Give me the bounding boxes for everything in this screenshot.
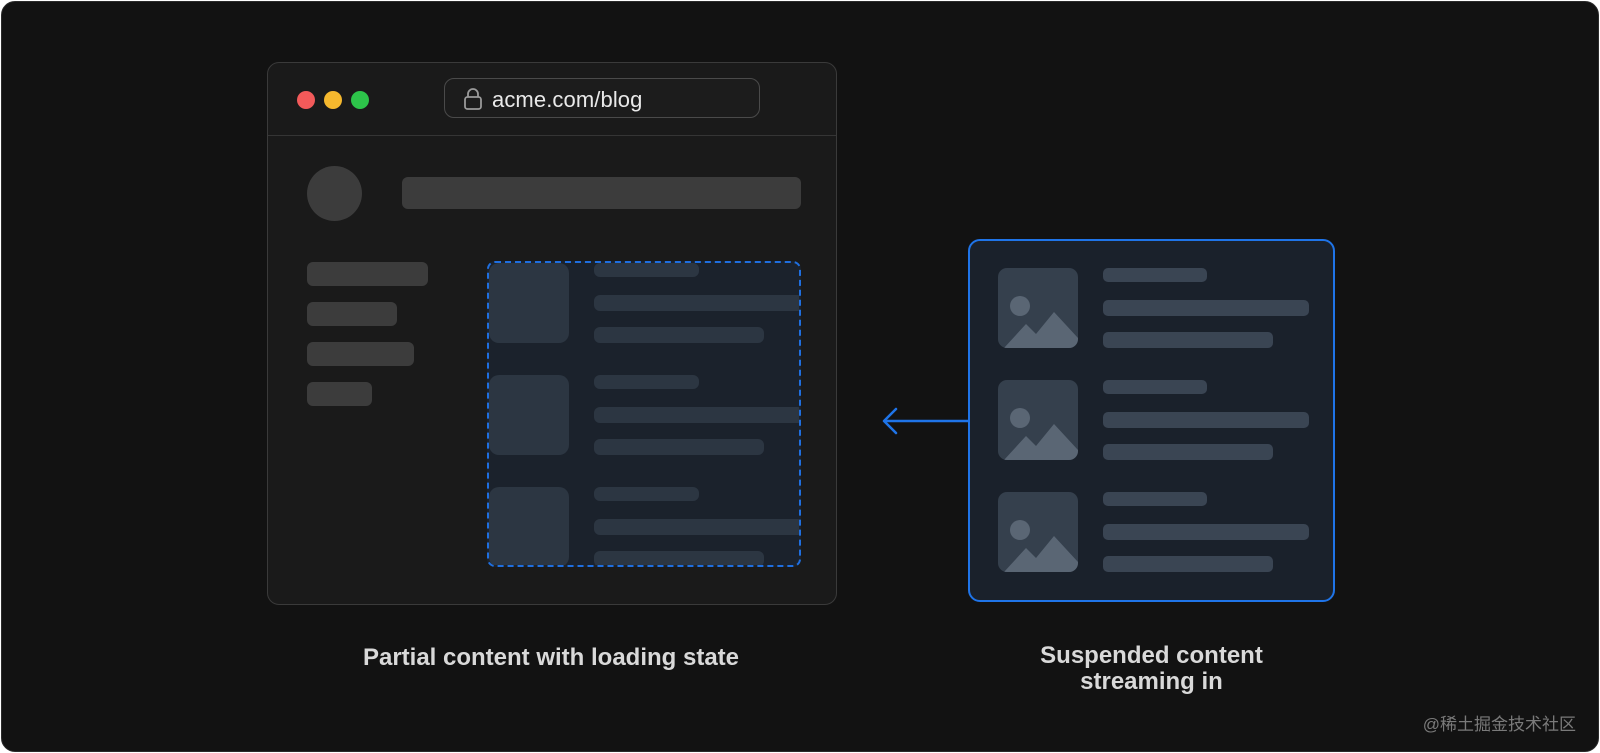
streamed-content-panel — [968, 239, 1335, 602]
text-line — [1103, 492, 1207, 506]
text-line — [1103, 524, 1309, 540]
line-skeleton — [594, 295, 799, 311]
header-skeleton — [402, 177, 801, 209]
thumbnail-skeleton — [489, 375, 569, 455]
watermark: @稀土掘金技术社区 — [1422, 715, 1576, 734]
sidebar-skeleton-1 — [307, 262, 428, 286]
text-line — [1103, 380, 1207, 394]
caption-suspended-content: Suspended content streaming in — [968, 643, 1335, 695]
url-text: acme.com/blog — [492, 87, 643, 112]
sidebar-skeleton-4 — [307, 382, 372, 406]
image-placeholder-icon — [998, 380, 1078, 460]
image-placeholder-icon — [998, 492, 1078, 572]
text-line — [1103, 412, 1309, 428]
maximize-window-dot — [351, 91, 369, 109]
line-skeleton — [594, 551, 764, 565]
sidebar-skeleton-3 — [307, 342, 414, 366]
line-skeleton — [594, 407, 799, 423]
text-line — [1103, 268, 1207, 282]
image-placeholder-icon — [998, 268, 1078, 348]
caption-line: streaming in — [1080, 668, 1223, 695]
thumbnail-skeleton — [489, 487, 569, 565]
browser-titlebar: acme.com/blog — [268, 63, 836, 136]
caption-partial-content: Partial content with loading state — [362, 644, 740, 671]
line-skeleton — [594, 375, 699, 389]
arrow-left-icon — [882, 407, 968, 435]
browser-window: acme.com/blog — [267, 62, 837, 605]
text-line — [1103, 444, 1273, 460]
line-skeleton — [594, 487, 699, 501]
text-line — [1103, 332, 1273, 348]
address-bar: acme.com/blog — [444, 78, 760, 118]
line-skeleton — [594, 519, 799, 535]
minimize-window-dot — [324, 91, 342, 109]
close-window-dot — [297, 91, 315, 109]
line-skeleton — [594, 439, 764, 455]
lock-icon — [464, 88, 482, 110]
text-line — [1103, 300, 1309, 316]
caption-line: Suspended content — [1040, 642, 1263, 669]
sidebar-skeleton-2 — [307, 302, 397, 326]
thumbnail-skeleton — [489, 263, 569, 343]
line-skeleton — [594, 327, 764, 343]
text-line — [1103, 556, 1273, 572]
avatar-skeleton — [307, 166, 362, 221]
suspense-boundary-placeholder — [487, 261, 801, 567]
line-skeleton — [594, 263, 699, 277]
